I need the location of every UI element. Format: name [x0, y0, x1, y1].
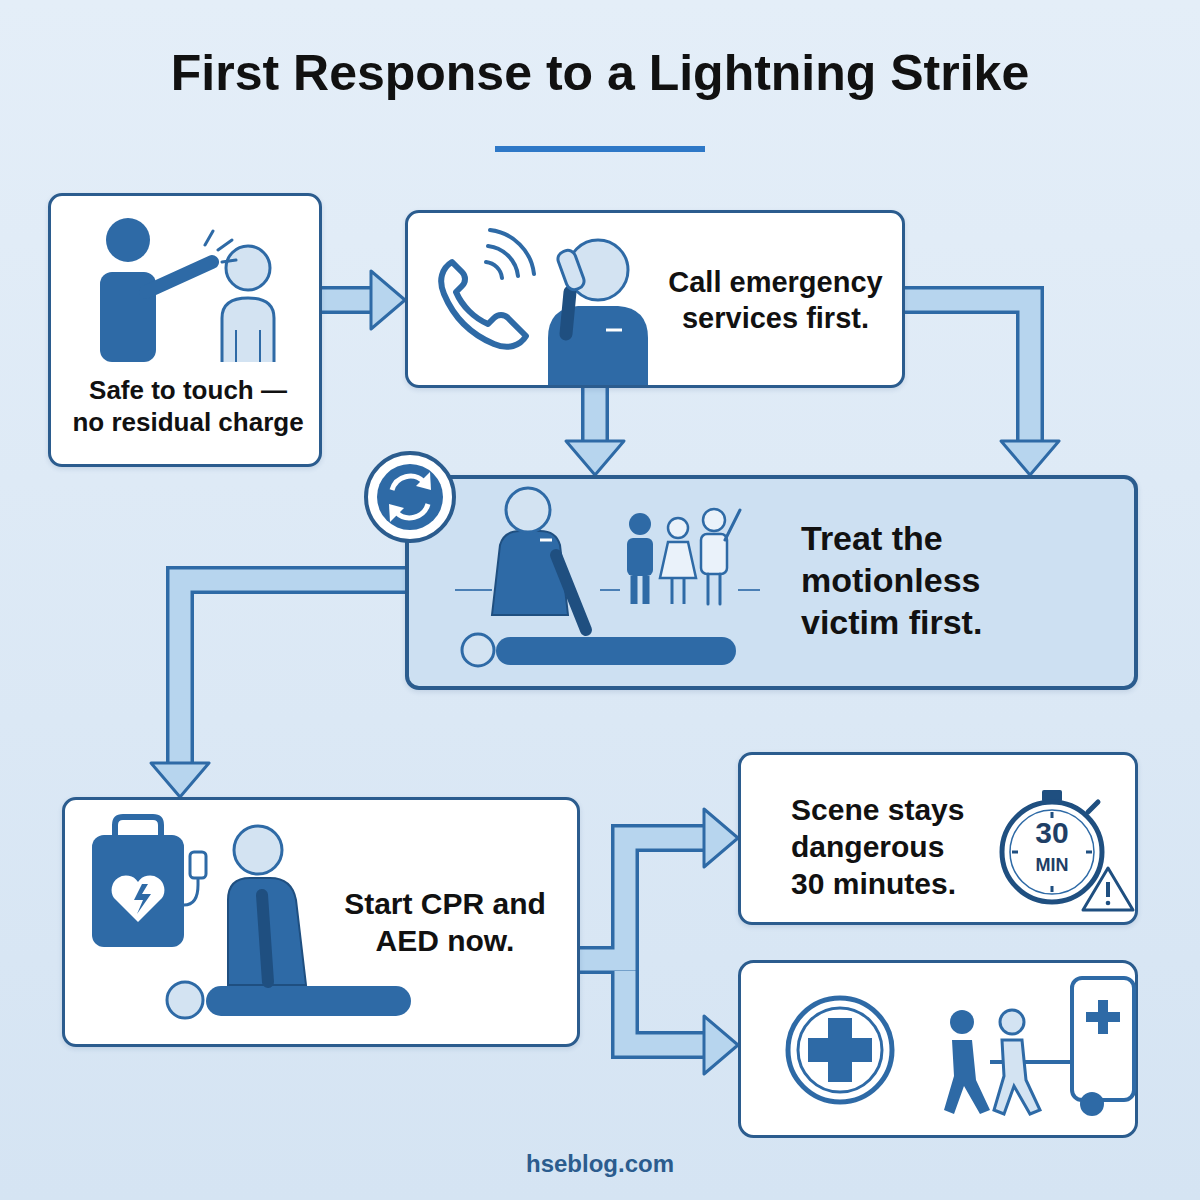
- connector-arrow: [578, 809, 738, 960]
- connector-arrow: [151, 580, 407, 797]
- box-text: Safe to touch — no residual charge: [71, 374, 305, 438]
- arrow-head: [371, 271, 405, 329]
- process-box: Safe to touch — no residual charge: [48, 193, 322, 467]
- box-text: Scene stays dangerous 30 minutes.: [791, 791, 976, 903]
- repeat-badge: [389, 504, 404, 522]
- arrow-head: [704, 809, 738, 867]
- transport-box: [1072, 978, 1134, 1100]
- connector-arrow: [566, 386, 624, 475]
- connector-arrow: [320, 271, 405, 329]
- transport-box: [808, 1018, 872, 1082]
- process-box: Start CPR and AED now.: [62, 797, 580, 1047]
- title-underline: [495, 146, 705, 152]
- arrow-outline: [180, 580, 407, 764]
- process-box: Scene stays dangerous 30 minutes.: [738, 752, 1138, 925]
- note-label: MIN: [1022, 855, 1082, 876]
- transport-box: [740, 962, 1137, 1137]
- arrow-head: [1001, 441, 1059, 475]
- title: First Response to a Lightning Strike: [0, 44, 1200, 102]
- arrow-outline: [903, 300, 1030, 442]
- note-label: hseblog.com: [0, 1150, 1200, 1178]
- branch-arrow: [625, 971, 705, 1045]
- transport-box: [1080, 1092, 1104, 1116]
- box-text: Treat the motionless victim first.: [801, 517, 1051, 643]
- arrow-outline: [581, 386, 609, 442]
- process-box: Call emergency services first.: [405, 210, 905, 388]
- arrow-body: [585, 386, 606, 442]
- process-box: Treat the motionless victim first.: [405, 475, 1138, 690]
- arrow-body: [903, 300, 1030, 442]
- arrow-outline: [320, 286, 372, 314]
- transport-box: [944, 1040, 990, 1114]
- branch-arrow: [704, 1016, 738, 1074]
- transport-box: [950, 1010, 974, 1034]
- transport-box: [1000, 1010, 1024, 1034]
- note-label: 30: [1022, 816, 1082, 850]
- box-text: Start CPR and AED now.: [330, 885, 560, 959]
- transport-box: [788, 998, 892, 1102]
- transport-box: [740, 962, 1137, 1137]
- box-text: Call emergency services first.: [653, 265, 898, 337]
- transport-box: [990, 1060, 1074, 1064]
- transport-box: [798, 1008, 882, 1092]
- transport-box: [1086, 1000, 1120, 1034]
- arrow-body: [320, 290, 372, 311]
- arrow-body: [578, 838, 705, 960]
- branch-arrow: [625, 971, 706, 1045]
- arrow-head: [151, 763, 209, 797]
- transport-box: [994, 1040, 1040, 1114]
- connector-arrow: [903, 300, 1059, 475]
- arrow-head: [566, 441, 624, 475]
- arrow-outline: [578, 838, 705, 960]
- arrow-body: [180, 580, 407, 764]
- branch-arrow: [625, 971, 738, 1074]
